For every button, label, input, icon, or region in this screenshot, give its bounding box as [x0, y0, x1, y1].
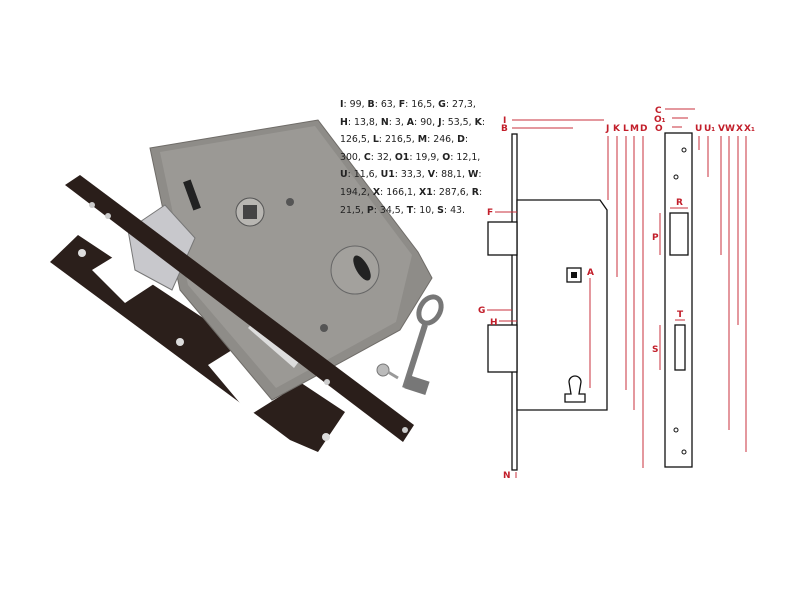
label-U1: U₁	[704, 124, 715, 134]
label-A: A	[587, 268, 594, 278]
label-L: L	[623, 124, 629, 134]
label-V: V	[718, 124, 725, 134]
spec-key: X	[372, 186, 381, 198]
spec-value: 43	[450, 204, 462, 216]
lock-body	[149, 119, 433, 401]
label-C: C	[655, 106, 662, 116]
spec-key: B	[367, 99, 375, 110]
spec-value: 12,1	[456, 151, 478, 163]
spec-key: R	[471, 186, 479, 198]
spec-value: 34,5	[379, 204, 401, 216]
spec-key: A	[406, 116, 415, 128]
spec-value: 13,8	[354, 116, 375, 128]
spec-key: F	[398, 99, 406, 110]
strike-outline	[664, 132, 693, 468]
label-O1: O₁	[654, 115, 666, 125]
spec-key: U1	[380, 169, 395, 181]
label-M: M	[630, 124, 639, 134]
label-W: W	[725, 124, 735, 134]
spec-value: 90	[420, 116, 433, 128]
spec-key: T	[406, 204, 414, 216]
label-B: B	[501, 124, 508, 134]
label-G: G	[478, 306, 485, 316]
spec-key: U	[340, 169, 348, 181]
spec-key: L	[372, 134, 379, 146]
spec-value: 53,5	[447, 116, 469, 128]
spec-value: 287,6	[438, 186, 466, 198]
label-X1: X₁	[744, 124, 755, 134]
spec-value: 10	[419, 204, 432, 216]
spec-value: 27,3	[451, 99, 473, 110]
spec-value: 88,1	[441, 169, 463, 181]
label-I: I	[503, 116, 506, 126]
spec-value: 11,6	[353, 169, 375, 181]
spec-key: D	[457, 134, 465, 146]
spec-value: 3	[394, 116, 401, 128]
label-R: R	[676, 198, 683, 208]
spec-value: 99	[349, 99, 362, 110]
spec-value: 16,5	[411, 99, 433, 110]
spec-key: C	[363, 151, 371, 163]
spec-key: S	[437, 204, 444, 216]
label-H: H	[490, 318, 498, 328]
spec-key: I	[340, 99, 344, 110]
label-P: P	[652, 233, 659, 243]
spec-key: O	[442, 151, 451, 163]
label-F: F	[487, 208, 493, 218]
spec-key: M	[417, 134, 428, 146]
screw	[376, 363, 399, 380]
key	[402, 294, 444, 396]
spec-value: 300	[340, 151, 358, 163]
spec-value: 33,3	[400, 169, 422, 181]
label-T: T	[677, 310, 684, 320]
label-U: U	[695, 124, 702, 134]
label-J: J	[605, 124, 609, 134]
label-S: S	[652, 345, 658, 355]
spec-key: G	[438, 99, 446, 110]
spec-key: N	[380, 116, 389, 128]
spec-key: H	[340, 116, 348, 128]
spec-value: 216,5	[384, 134, 412, 146]
spec-key: W	[467, 169, 479, 181]
dimension-specs: I: 99, B: 63, F: 16,5, G: 27,3, H: 13,8,…	[340, 99, 486, 216]
spec-value: 126,5	[340, 134, 367, 146]
spec-key: O1	[394, 151, 410, 163]
spec-value: 21,5	[340, 204, 361, 216]
spec-key: X1	[419, 186, 433, 198]
label-K: K	[613, 124, 621, 134]
spec-key: K	[474, 116, 482, 128]
spec-key: J	[438, 116, 442, 128]
spec-value: 194,2	[340, 186, 367, 198]
spec-key: P	[366, 204, 374, 216]
spec-value: 19,9	[415, 151, 437, 163]
spec-key: V	[427, 169, 435, 181]
label-X: X	[736, 124, 743, 134]
spec-value: 63	[380, 99, 393, 110]
faceplate	[65, 175, 414, 442]
dimension-lines	[487, 108, 747, 478]
spec-value: 32	[376, 151, 389, 163]
label-O: O	[655, 124, 663, 134]
spec-value: 166,1	[386, 186, 414, 198]
label-D: D	[640, 124, 647, 134]
spec-value: 246	[433, 134, 452, 146]
lock-outline	[487, 133, 608, 471]
label-N: N	[503, 471, 511, 481]
